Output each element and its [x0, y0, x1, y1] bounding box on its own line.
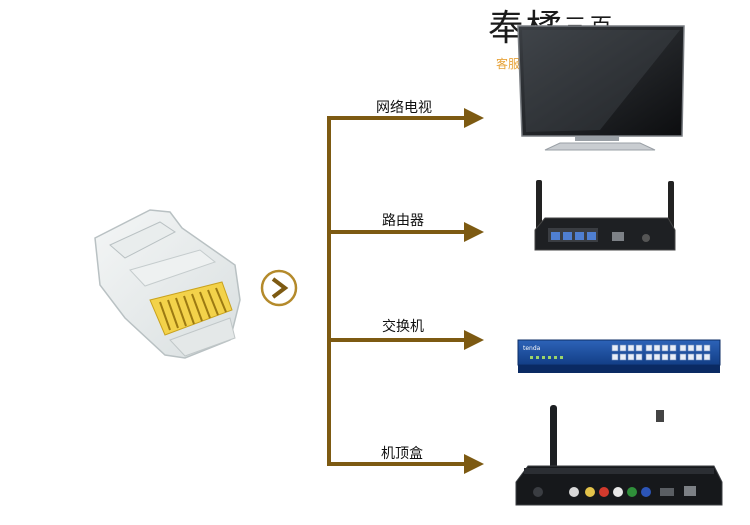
chevron-right-icon	[260, 269, 298, 307]
rj45-plug-icon	[94, 209, 241, 359]
device-label-switch: 交换机	[382, 319, 424, 335]
connector-lines	[327, 108, 484, 474]
device-label-tv: 网络电视	[376, 100, 432, 116]
device-label-router: 路由器	[382, 213, 424, 229]
device-label-set-top-box: 机顶盒	[381, 446, 423, 462]
router-icon	[534, 180, 676, 251]
smart-tv-icon	[517, 25, 685, 151]
network-switch-icon: tenda	[517, 339, 721, 373]
set-top-box-icon	[515, 405, 723, 506]
svg-text:tenda: tenda	[523, 345, 541, 352]
